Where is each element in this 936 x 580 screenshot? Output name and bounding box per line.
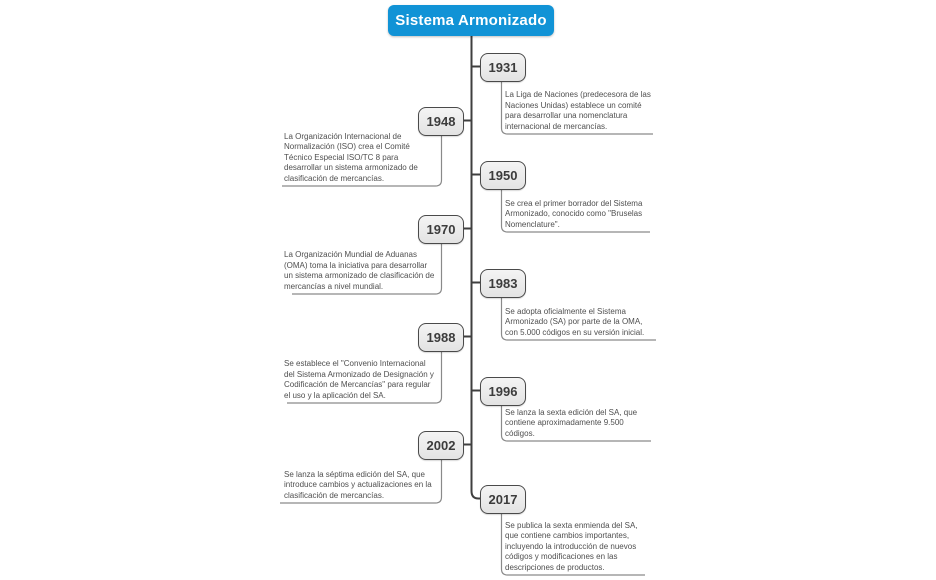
timeline-note[interactable]: Se establece el "Convenio Internacional … [284,359,434,400]
timeline-note[interactable]: Se publica la sexta enmienda del SA, que… [505,520,638,572]
timeline-year-node[interactable]: 1988 [418,323,464,352]
timeline-note[interactable]: Se lanza la séptima edición del SA, que … [284,469,432,500]
timeline-year-node[interactable]: 1948 [418,107,464,136]
timeline-year-node[interactable]: 1983 [480,269,526,298]
timeline-year-node[interactable]: 2017 [480,485,526,514]
timeline-note[interactable]: La Liga de Naciones (predecesora de las … [505,90,651,131]
timeline-year-node[interactable]: 2002 [418,431,464,460]
timeline-note[interactable]: Se adopta oficialmente el Sistema Armoni… [505,306,645,337]
timeline-note[interactable]: La Organización Internacional de Normali… [284,131,418,183]
timeline-year-node[interactable]: 1950 [480,161,526,190]
timeline-year-node[interactable]: 1931 [480,53,526,82]
timeline-note[interactable]: La Organización Mundial de Aduanas (OMA)… [284,250,435,291]
timeline-year-node[interactable]: 1970 [418,215,464,244]
root-node-title[interactable]: Sistema Armonizado [388,5,554,36]
timeline-year-node[interactable]: 1996 [480,377,526,406]
timeline-note[interactable]: Se crea el primer borrador del Sistema A… [505,198,643,229]
timeline-note[interactable]: Se lanza la sexta edición del SA, que co… [505,407,638,438]
